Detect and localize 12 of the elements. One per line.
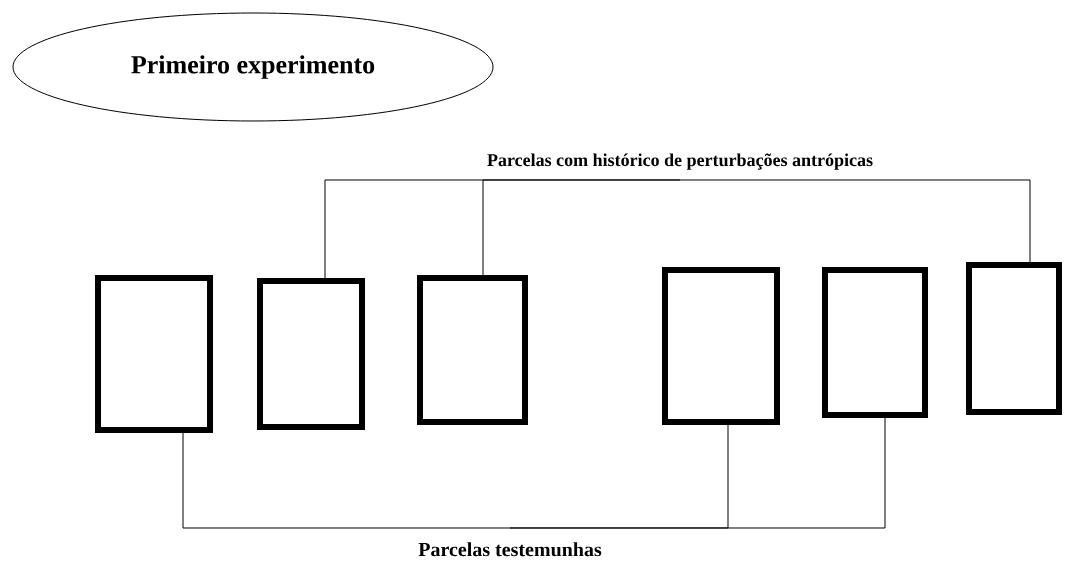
group-label: Parcelas testemunhas <box>418 542 602 557</box>
plot-box <box>662 267 780 425</box>
bracket-line <box>679 179 1031 263</box>
bracket-line <box>182 432 511 529</box>
plot-box <box>966 262 1062 415</box>
bracket-line <box>509 417 886 529</box>
plot-box <box>822 267 928 418</box>
plot-box <box>257 278 365 430</box>
plot-box <box>417 275 528 425</box>
group-label: Parcelas com histórico de perturbações antrópicas <box>487 153 873 170</box>
plot-box <box>95 275 213 433</box>
bracket-line <box>482 179 681 276</box>
